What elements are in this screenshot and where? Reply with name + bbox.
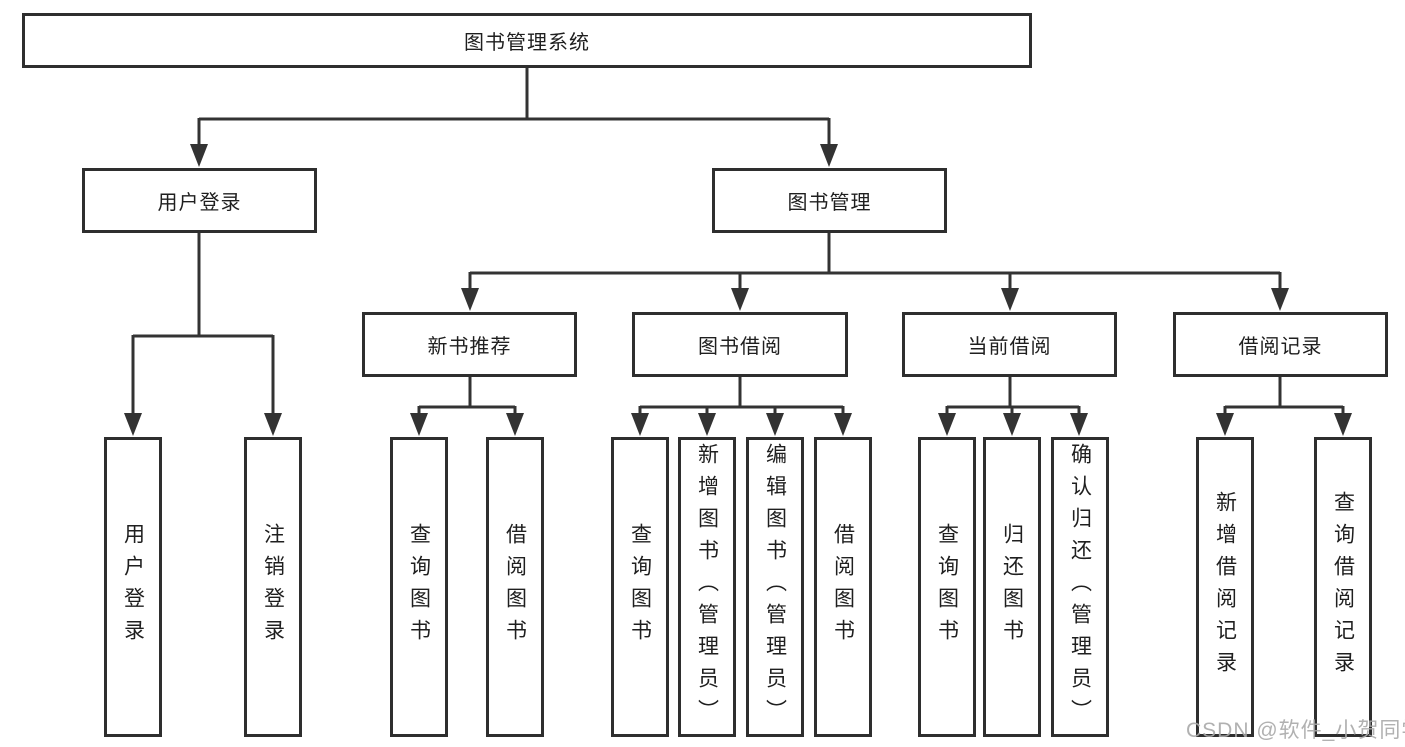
leaf-add-books-admin: 新增图书（管理员） bbox=[678, 437, 736, 737]
csdn-watermark: CSDN @软件_小贺同学 bbox=[1186, 719, 1405, 742]
node-user-login: 用户登录 bbox=[82, 168, 317, 233]
node-root-system: 图书管理系统 bbox=[22, 13, 1032, 68]
leaf-add-borrow-record: 新增借阅记录 bbox=[1196, 437, 1254, 737]
leaf-borrow-books-recommend: 借阅图书 bbox=[486, 437, 544, 737]
leaf-logout-label: 注销登录 bbox=[261, 523, 285, 651]
arrowheads bbox=[124, 144, 1352, 436]
leaf-query-borrow-record-label: 查询借阅记录 bbox=[1331, 491, 1355, 683]
node-book-management: 图书管理 bbox=[712, 168, 947, 233]
node-book-borrow: 图书借阅 bbox=[632, 312, 848, 377]
node-current-borrow-label: 当前借阅 bbox=[967, 336, 1052, 358]
leaf-user-login: 用户登录 bbox=[104, 437, 162, 737]
leaf-query-books-current: 查询图书 bbox=[918, 437, 976, 737]
leaf-query-books-borrow-label: 查询图书 bbox=[628, 523, 652, 651]
leaf-query-books-recommend: 查询图书 bbox=[390, 437, 448, 737]
leaf-add-borrow-record-label: 新增借阅记录 bbox=[1213, 491, 1237, 683]
leaf-borrow-books-recommend-label: 借阅图书 bbox=[503, 523, 527, 651]
leaf-query-books-recommend-label: 查询图书 bbox=[407, 523, 431, 651]
node-new-book-recommend: 新书推荐 bbox=[362, 312, 577, 377]
node-root-system-label: 图书管理系统 bbox=[464, 32, 590, 54]
node-borrow-records-label: 借阅记录 bbox=[1238, 336, 1323, 358]
leaf-confirm-return-admin: 确认归还（管理员） bbox=[1051, 437, 1109, 737]
node-user-login-label: 用户登录 bbox=[157, 192, 242, 214]
leaf-confirm-return-admin-label: 确认归还（管理员） bbox=[1068, 443, 1092, 731]
node-current-borrow: 当前借阅 bbox=[902, 312, 1117, 377]
node-book-management-label: 图书管理 bbox=[787, 192, 872, 214]
leaf-user-login-label: 用户登录 bbox=[121, 523, 145, 651]
node-book-borrow-label: 图书借阅 bbox=[698, 336, 782, 358]
leaf-query-books-borrow: 查询图书 bbox=[611, 437, 669, 737]
leaf-borrow-books: 借阅图书 bbox=[814, 437, 872, 737]
leaf-add-books-admin-label: 新增图书（管理员） bbox=[695, 443, 719, 731]
node-borrow-records: 借阅记录 bbox=[1173, 312, 1388, 377]
leaf-edit-books-admin: 编辑图书（管理员） bbox=[746, 437, 804, 737]
leaf-return-books-label: 归还图书 bbox=[1000, 523, 1024, 651]
leaf-query-books-current-label: 查询图书 bbox=[935, 523, 959, 651]
leaf-logout: 注销登录 bbox=[244, 437, 302, 737]
leaf-borrow-books-label: 借阅图书 bbox=[831, 523, 855, 651]
leaf-edit-books-admin-label: 编辑图书（管理员） bbox=[763, 443, 787, 731]
leaf-return-books: 归还图书 bbox=[983, 437, 1041, 737]
node-new-book-recommend-label: 新书推荐 bbox=[427, 336, 512, 358]
leaf-query-borrow-record: 查询借阅记录 bbox=[1314, 437, 1372, 737]
